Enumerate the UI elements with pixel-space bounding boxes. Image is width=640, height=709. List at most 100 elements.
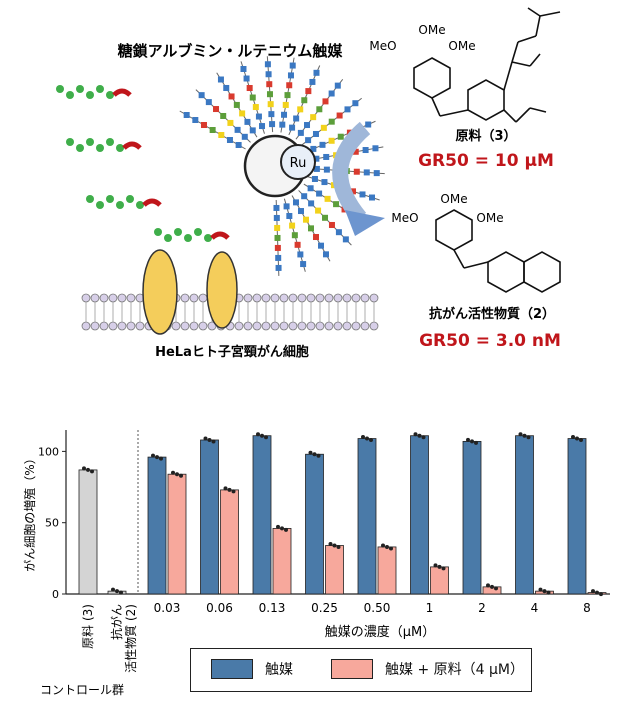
glycan-unit <box>301 97 308 104</box>
glycan-unit <box>198 92 205 99</box>
glycan-unit <box>322 98 329 105</box>
replicate-dot <box>518 432 523 437</box>
replicate-dot <box>336 545 341 550</box>
catalyst-bar <box>252 435 272 595</box>
replicate-dot <box>437 564 442 569</box>
lipid-head <box>342 321 352 331</box>
lipid-head <box>81 293 91 303</box>
replicate-dot <box>599 592 603 597</box>
glycan-unit <box>304 122 311 129</box>
glycan-unit <box>274 234 281 241</box>
glycan-unit <box>220 112 227 119</box>
replicate-dot <box>470 439 474 444</box>
x-axis-label: 触媒の濃度（μM） <box>325 624 436 640</box>
replicate-dot <box>203 436 208 441</box>
replicate-dot <box>494 586 498 591</box>
glycan-unit <box>328 118 335 125</box>
legend-item-catalyst-substrate: 触媒 + 原料（4 μM） <box>331 659 524 679</box>
replicate-dot <box>328 542 333 547</box>
glycan-unit <box>249 94 256 101</box>
lipid-head <box>243 321 253 331</box>
lectin-receptor-right <box>206 251 238 329</box>
x-tick-label: 2 <box>478 601 486 615</box>
glycan-unit <box>308 200 315 207</box>
replicate-dot <box>595 590 599 595</box>
glycan-unit <box>126 195 134 203</box>
glycan-unit <box>266 91 273 98</box>
lipid-head <box>306 293 316 303</box>
replicate-dot <box>115 589 119 594</box>
glycan-unit <box>312 130 319 137</box>
glycan-unit <box>337 133 344 140</box>
glycan-unit <box>373 170 380 177</box>
catalyst-bar <box>410 435 429 595</box>
glycan-unit <box>372 145 379 152</box>
lipid-head <box>279 321 289 331</box>
lipid-head <box>333 321 343 331</box>
x-tick-label: 0.06 <box>206 601 233 615</box>
replicate-dot <box>260 433 264 438</box>
glycan-unit <box>352 148 359 155</box>
replicate-dot <box>231 489 236 494</box>
catalyst-bar <box>357 438 377 595</box>
glycan-unit <box>56 85 64 93</box>
replicate-dot <box>591 589 595 594</box>
lipid-head <box>90 321 100 331</box>
glycan-unit <box>239 110 246 117</box>
y-axis-label: がん細胞の増殖（%） <box>22 452 37 571</box>
catalyst-substrate-bar <box>220 489 239 595</box>
glycan-unit <box>297 106 304 113</box>
legend-swatch-catalyst <box>211 659 253 679</box>
glycan-unit <box>164 234 172 242</box>
lipid-head <box>288 321 298 331</box>
glycan-unit <box>319 141 326 148</box>
glycan-unit <box>282 101 289 108</box>
glycan-unit <box>297 129 304 136</box>
glycan-unit <box>293 199 299 206</box>
glycan-unit <box>318 242 324 249</box>
lectin-receptor-left <box>142 249 178 335</box>
glycan-unit <box>352 100 359 107</box>
replicate-dot <box>526 435 531 440</box>
lipid-head <box>252 293 262 303</box>
lipid-head <box>135 321 145 331</box>
chart-legend: 触媒 触媒 + 原料（4 μM） <box>190 648 532 692</box>
glycan-unit <box>305 88 312 95</box>
glycan-unit <box>324 195 331 202</box>
glycan-unit <box>235 142 242 148</box>
catalyst-bar <box>567 438 587 595</box>
lipid-head <box>288 293 298 303</box>
replicate-dot <box>175 472 179 477</box>
lipid-head <box>261 293 271 303</box>
product-ome-right: OMe <box>476 211 503 225</box>
glycan-unit <box>275 254 282 261</box>
glycan-unit <box>284 92 291 99</box>
lipid-head <box>360 321 370 331</box>
replicate-dot <box>571 435 575 440</box>
lipid-head <box>171 321 181 331</box>
glycan-unit <box>313 155 320 162</box>
conversion-arrow-shaft <box>332 121 371 224</box>
glycan-unit <box>289 62 296 69</box>
replicate-dot <box>280 526 284 531</box>
glycan-unit <box>320 124 327 131</box>
replicate-dot <box>211 439 216 444</box>
glycan-unit <box>227 119 234 126</box>
replicate-dot <box>179 473 183 478</box>
ruthenium-sphere <box>280 144 316 180</box>
substrate-gr50: GR50 = 10 μM <box>418 151 554 171</box>
glycan-unit <box>300 261 307 268</box>
lipid-head <box>189 321 199 331</box>
glycan-unit <box>226 137 233 143</box>
glycan-unit <box>301 193 308 200</box>
glycan-unit <box>194 228 202 236</box>
ruthenium-label: Ru <box>290 156 307 171</box>
glycan-unit <box>106 138 114 146</box>
replicate-dot <box>538 587 543 592</box>
catalyst-title: 糖鎖アルブミン・ルテニウム触媒 <box>118 42 344 60</box>
lipid-head <box>351 321 361 331</box>
cell-label: HeLaヒト子宮頸がん細胞 <box>155 344 309 360</box>
glycan-unit <box>96 85 104 93</box>
glycan-unit <box>291 232 298 239</box>
lipid-head <box>108 293 118 303</box>
